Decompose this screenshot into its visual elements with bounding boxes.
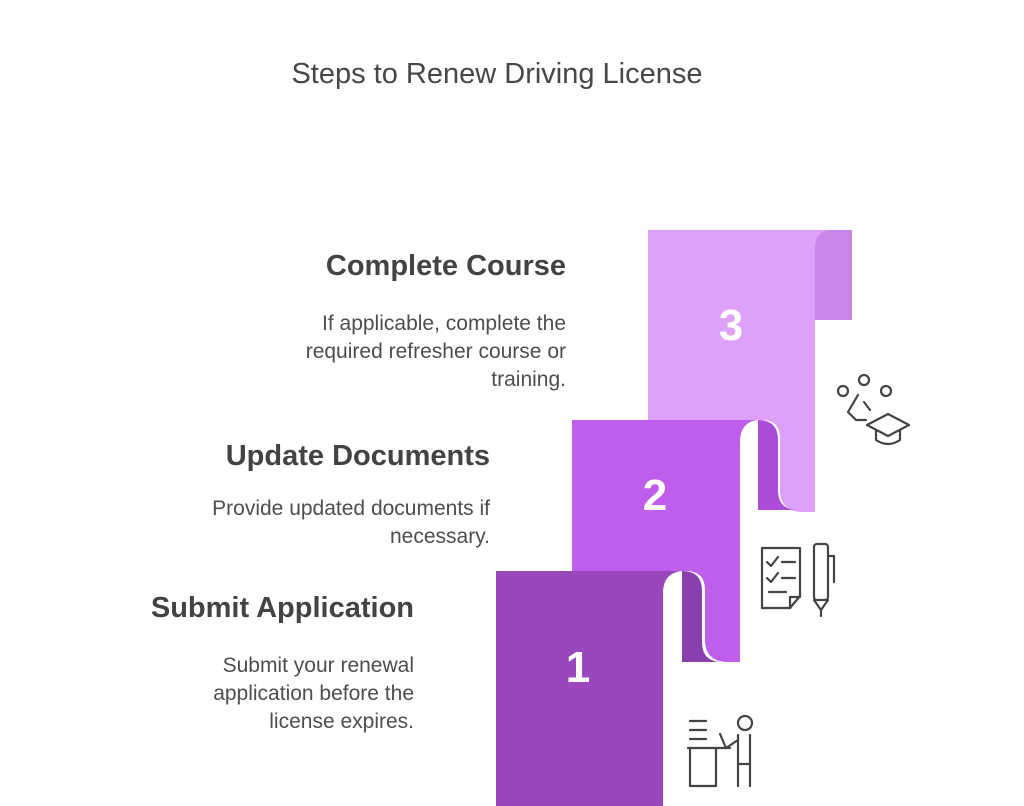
step-2-heading: Update Documents (225, 440, 490, 472)
step-1-ribbon: 1 (496, 571, 722, 806)
step-3-ribbon: 3 (648, 230, 852, 512)
step-3-number: 3 (719, 301, 743, 350)
diagram-title: Steps to Renew Driving License (291, 58, 703, 90)
step-2-ribbon: 2 (572, 420, 798, 662)
step-3-heading: Complete Course (325, 250, 566, 282)
step-1-description: Submit your renewal application before t… (213, 654, 414, 733)
step-2-ribbon-body (572, 420, 758, 662)
graduation-cap-icon (836, 373, 911, 446)
step-2-ribbon-fold (758, 420, 798, 510)
step-2-description: Provide updated documents if necessary. (212, 497, 490, 548)
step-3-ribbon-fold (815, 230, 852, 320)
person-at-desk-icon (686, 714, 754, 788)
step-1-ribbon-fold (682, 571, 722, 662)
step-2-number: 2 (643, 471, 667, 520)
step-1-heading: Submit Application (150, 592, 414, 624)
step-1-number: 1 (566, 643, 590, 692)
step-3-ribbon-body (648, 230, 830, 512)
step-1-ribbon-body (496, 571, 682, 806)
step-3-description: If applicable, complete the required ref… (305, 312, 566, 391)
checklist-pen-icon (760, 542, 836, 618)
